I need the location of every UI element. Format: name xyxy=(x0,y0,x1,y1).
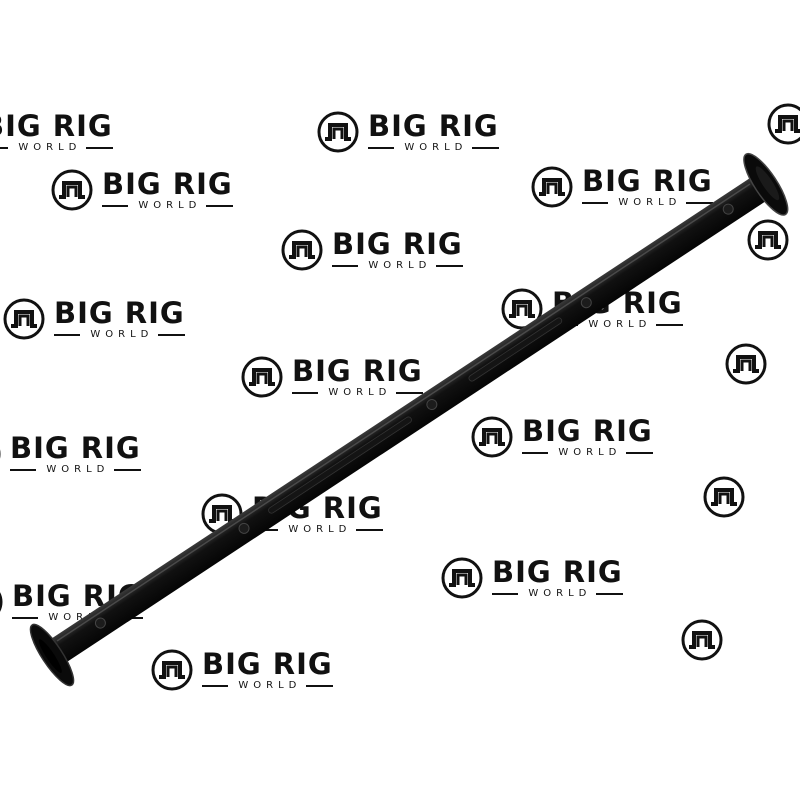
watermark-logo xyxy=(766,102,800,146)
tube-rivet xyxy=(580,297,592,309)
brand-text: BIG RIG xyxy=(332,226,463,261)
brand-subtext: WORLD xyxy=(288,523,352,535)
big-rig-world-logo-icon xyxy=(0,592,3,612)
brand-subtext: WORLD xyxy=(46,463,110,475)
brand-text: BIG RIG xyxy=(10,430,141,465)
brand-text: BIG RIG xyxy=(582,163,713,198)
brand-subtext: WORLD xyxy=(368,259,432,271)
brand-subtext: WORLD xyxy=(618,196,682,208)
brand-subtext: WORLD xyxy=(528,587,592,599)
brand-subtext: WORLD xyxy=(404,141,468,153)
big-rig-world-logo-icon xyxy=(471,416,513,458)
big-rig-world-logo-icon xyxy=(241,356,283,398)
big-rig-world-logo-icon xyxy=(767,103,800,145)
big-rig-world-logo-icon xyxy=(725,343,767,385)
watermark-logo xyxy=(702,475,754,519)
brand-text: BIG RIG xyxy=(368,108,499,143)
brand-text: BIG RIG xyxy=(102,166,233,201)
big-rig-world-logo-icon xyxy=(151,649,193,691)
big-rig-world-logo-icon xyxy=(681,619,723,661)
brand-subtext: WORLD xyxy=(558,446,622,458)
brand-subtext: WORLD xyxy=(588,318,652,330)
big-rig-world-logo-icon xyxy=(703,476,745,518)
tube-rivet xyxy=(94,617,106,629)
brand-subtext: WORLD xyxy=(18,141,82,153)
tube-rivet xyxy=(722,203,734,215)
brand-text: BIG RIG xyxy=(292,353,423,388)
big-rig-world-logo-icon xyxy=(51,169,93,211)
brand-subtext: WORLD xyxy=(90,328,154,340)
big-rig-world-logo-icon xyxy=(281,229,323,271)
brand-text: BIG RIG xyxy=(492,554,623,589)
brand-text: BIG RIG xyxy=(0,108,113,143)
brand-text: BIG RIG xyxy=(522,413,653,448)
brand-subtext: WORLD xyxy=(48,611,112,623)
big-rig-world-logo-icon xyxy=(441,557,483,599)
brand-text: BIG RIG xyxy=(202,646,333,681)
watermark-logo xyxy=(724,342,776,386)
watermark-logo xyxy=(680,618,732,662)
big-rig-world-logo-icon xyxy=(317,111,359,153)
big-rig-world-logo-icon xyxy=(531,166,573,208)
brand-text: BIG RIG xyxy=(54,295,185,330)
big-rig-world-logo-icon xyxy=(747,219,789,261)
brand-subtext: WORLD xyxy=(138,199,202,211)
tube-rivet xyxy=(238,522,250,534)
tube-rivet xyxy=(426,399,438,411)
big-rig-world-logo-icon xyxy=(3,298,45,340)
brand-subtext: WORLD xyxy=(328,386,392,398)
watermark-logo xyxy=(746,218,798,262)
brand-subtext: WORLD xyxy=(238,679,302,691)
big-rig-world-logo-icon xyxy=(501,288,543,330)
